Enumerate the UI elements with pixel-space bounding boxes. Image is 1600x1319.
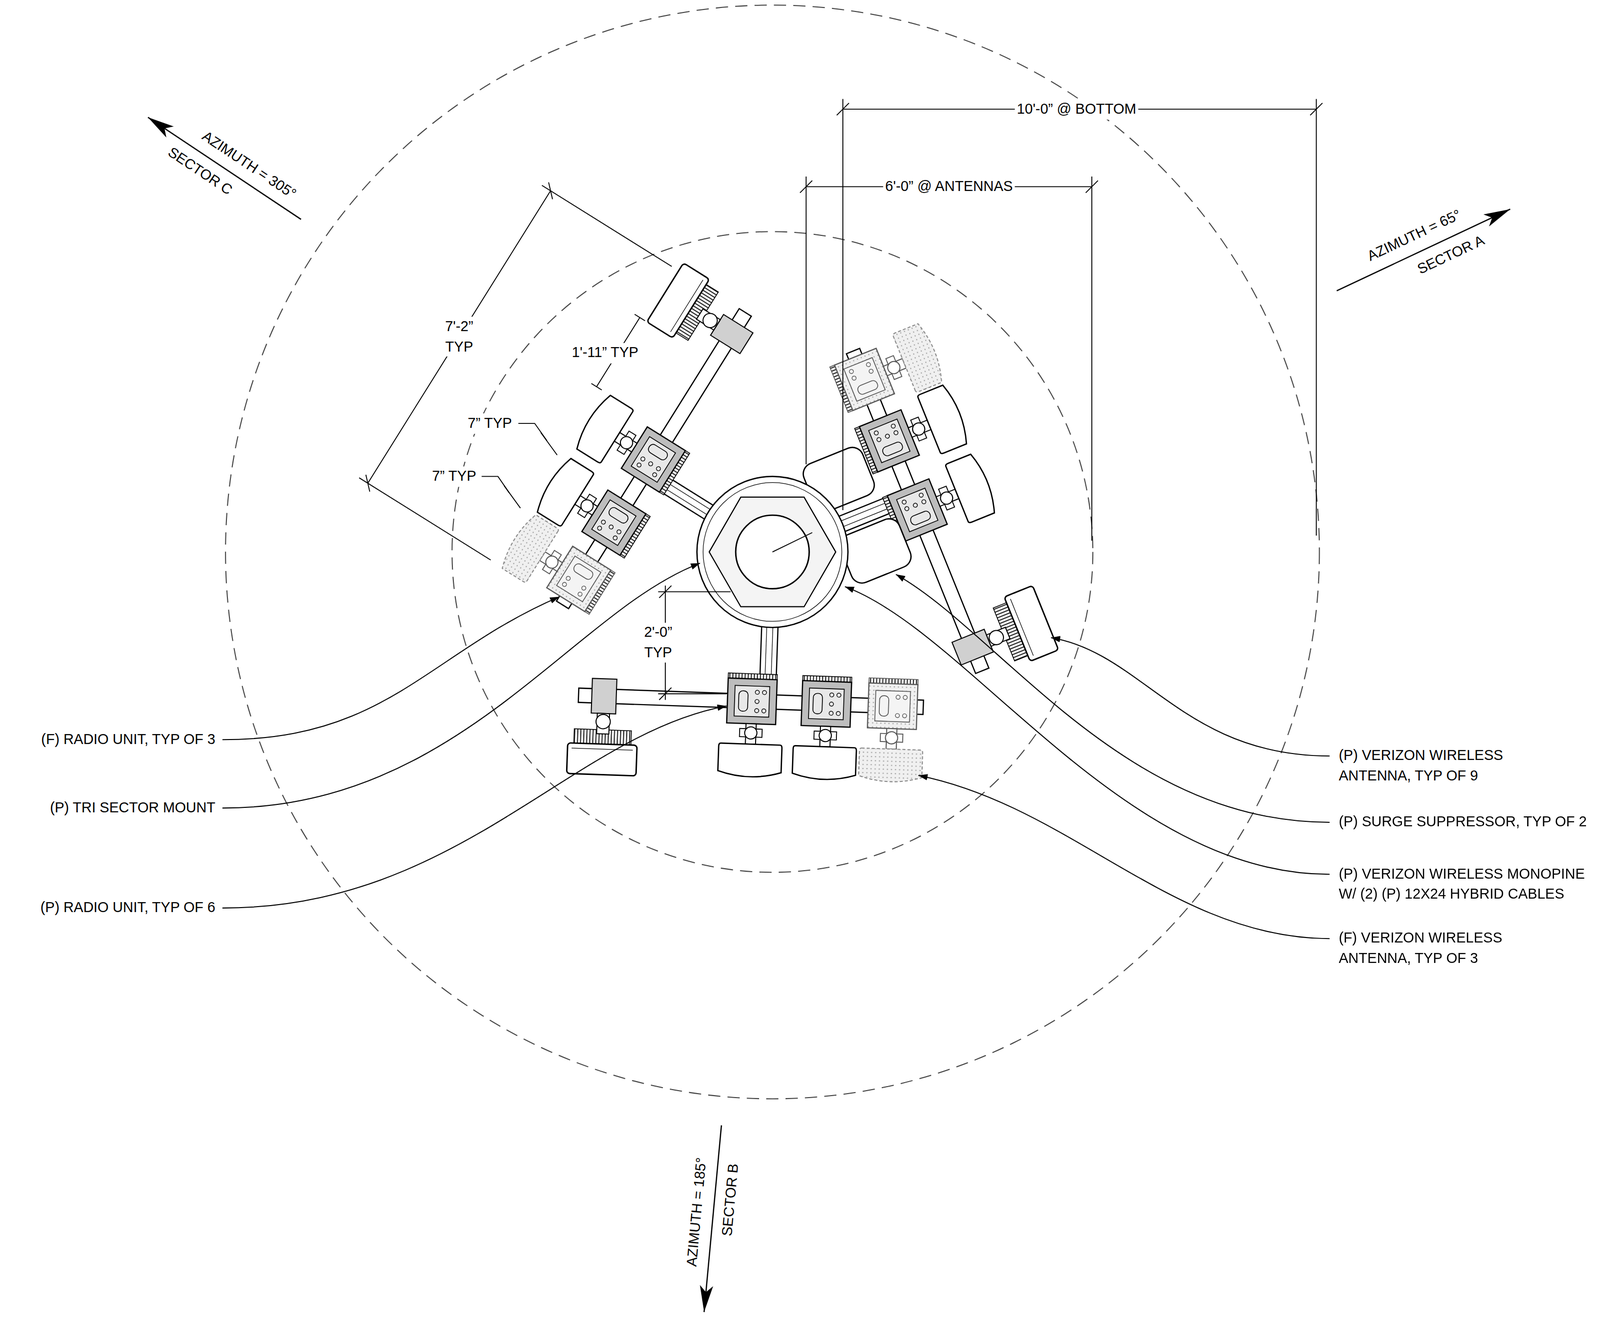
leader-lines [222,563,1330,939]
dimension-lines [504,485,521,509]
azimuth-arrows [148,117,302,220]
dimension-lines [658,693,727,695]
dimension-lines [1310,103,1323,116]
tri-sector-mount [709,497,836,607]
dimension-label: 1'-11” TYP [569,343,641,364]
dimension-label: 7'-2” TYP [435,316,483,357]
dimension-lines [1085,180,1099,194]
outer-dashed-circle [225,4,1320,1099]
dimension-lines [359,477,491,561]
dimension-lines [659,585,672,599]
dimension-lines [367,191,551,484]
leader-lines [918,775,1330,939]
inner-dashed-circle [451,231,1093,873]
dimension-lines [842,98,844,511]
callout-label: (P) RADIO UNIT, TYP OF 6 [38,898,218,919]
callout-label: (P) TRI SECTOR MOUNT [47,798,218,818]
azimuth-label: AZIMUTH = 185° [681,1155,713,1270]
dimension-lines [805,176,807,465]
azimuth-arrows [148,117,1511,1313]
leader-lines [895,574,1330,823]
dimension-lines [659,687,672,701]
monopine-pole [772,532,813,553]
dimension-lines [658,591,731,593]
callout-label: (F) VERIZON WIRELESS ANTENNA, TYP OF 3 [1336,928,1520,969]
leader-lines [222,706,727,909]
dimension-label: 7” TYP [465,413,515,434]
dimension-lines [542,185,672,267]
dimension-lines [356,98,1323,700]
azimuth-label: AZIMUTH = 305° [196,125,302,206]
sector-label: SECTOR B [717,1160,745,1239]
dimension-lines [542,182,560,200]
callout-label: (P) VERIZON WIRELESS MONOPINE W/ (2) (P)… [1336,864,1591,905]
callout-label: (F) RADIO UNIT, TYP OF 3 [39,729,218,750]
dimension-label: 10'-0” @ BOTTOM [1014,99,1139,120]
leader-lines [222,563,700,808]
dimension-lines [1315,98,1317,536]
dimension-label: 7” TYP [429,466,479,487]
dimension-label: 2'-0” TYP [634,622,682,663]
tri-sector-mount [703,482,842,622]
dimension-lines [518,423,547,441]
callout-label: (P) SURGE SUPPRESSOR, TYP OF 2 [1336,812,1589,833]
dimension-lines [481,476,510,493]
tri-sector-mount [696,476,848,628]
tri-sector-mount [696,476,848,628]
dimension-lines [356,180,681,568]
leader-lines [1050,637,1330,757]
dimension-lines [800,180,813,194]
dimension-lines [359,474,377,492]
sector-b-frame [566,606,928,787]
dimension-lines [540,432,558,455]
monopine-pole [735,515,812,589]
leader-lines [844,586,1330,875]
dimension-lines [1091,176,1093,541]
dimension-label: 6'-0” @ ANTENNAS [883,176,1015,197]
callout-label: (P) VERIZON WIRELESS ANTENNA, TYP OF 9 [1336,746,1520,787]
leader-lines [222,597,560,740]
dimension-lines [836,103,850,116]
